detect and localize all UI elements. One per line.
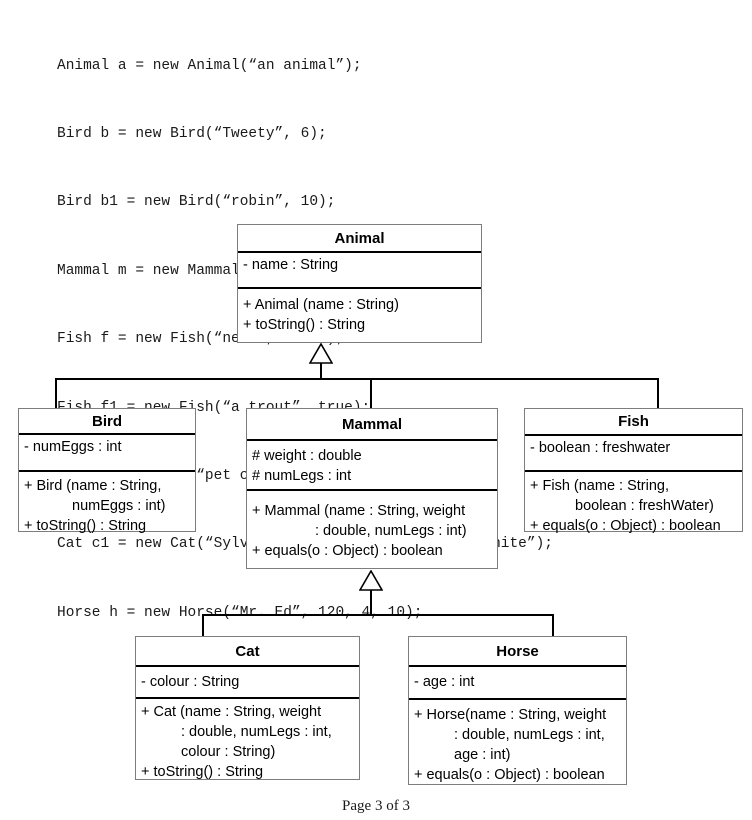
code-line: Animal a = new Animal(“an animal”);: [57, 57, 362, 74]
operation-continuation: : double, numLegs : int,: [454, 727, 605, 743]
code-line: Bird b1 = new Bird(“robin”, 10);: [57, 194, 336, 211]
class-operations-cat: + Cat (name : String, weight : double, n…: [136, 699, 359, 780]
operation: + equals(o : Object) : boolean: [414, 767, 605, 783]
class-name-animal: Animal: [238, 225, 481, 253]
page-footer: Page 3 of 3: [342, 798, 410, 814]
class-name-cat: Cat: [136, 637, 359, 667]
operation: + toString() : String: [243, 317, 366, 333]
operation-continuation: : double, numLegs : int,: [181, 724, 332, 740]
class-name-horse: Horse: [409, 637, 626, 667]
generalization-drop-bird: [55, 378, 57, 409]
attribute: - colour : String: [141, 674, 240, 690]
operation: + Mammal (name : String, weight: [252, 503, 466, 519]
class-attributes-mammal: # weight : double # numLegs : int: [247, 441, 497, 491]
operation: + toString() : String: [24, 518, 147, 534]
generalization-bus-animal: [55, 378, 659, 380]
class-box-bird[interactable]: Bird - numEggs : int + Bird (name : Stri…: [18, 408, 196, 534]
class-attributes-horse: - age : int: [409, 667, 626, 700]
operation: + Fish (name : String,: [530, 478, 670, 494]
operation-continuation: age : int): [454, 747, 511, 763]
operation: + Horse(name : String, weight: [414, 707, 607, 723]
class-operations-bird: + Bird (name : String, numEggs : int) + …: [19, 472, 195, 534]
class-operations-horse: + Horse(name : String, weight : double, …: [409, 700, 626, 784]
class-box-animal[interactable]: Animal - name : String + Animal (name : …: [237, 224, 482, 343]
operation: + Cat (name : String, weight: [141, 704, 322, 720]
attribute: - age : int: [414, 674, 475, 690]
class-attributes-bird: - numEggs : int: [19, 435, 195, 472]
operation: + equals(o : Object) : boolean: [252, 543, 443, 559]
code-line: Horse h = new Horse(“Mr. Ed”, 120, 4, 10…: [57, 604, 423, 621]
attribute: # weight : double: [252, 448, 362, 464]
attribute: # numLegs : int: [252, 468, 352, 484]
class-operations-fish: + Fish (name : String, boolean : freshWa…: [525, 472, 742, 534]
class-attributes-animal: - name : String: [238, 253, 481, 289]
class-box-fish[interactable]: Fish - boolean : freshwater + Fish (name…: [524, 408, 743, 534]
attribute: - name : String: [243, 257, 339, 273]
class-name-mammal: Mammal: [247, 409, 497, 441]
generalization-bus-mammal: [202, 614, 554, 616]
operation: + Bird (name : String,: [24, 478, 162, 494]
class-name-fish: Fish: [525, 409, 742, 436]
generalization-arrow-animal: [309, 343, 333, 364]
generalization-drop-mammal: [370, 378, 372, 409]
operation-continuation: boolean : freshWater): [575, 498, 714, 514]
operation-continuation: colour : String): [181, 744, 276, 760]
generalization-stem-mammal: [370, 590, 372, 616]
class-operations-mammal: + Mammal (name : String, weight : double…: [247, 491, 497, 568]
operation-continuation: numEggs : int): [72, 498, 166, 514]
generalization-arrow-mammal: [359, 570, 383, 591]
operation-continuation: : double, numLegs : int): [315, 523, 467, 539]
generalization-drop-horse: [552, 614, 554, 637]
class-box-cat[interactable]: Cat - colour : String + Cat (name : Stri…: [135, 636, 360, 780]
class-attributes-fish: - boolean : freshwater: [525, 436, 742, 472]
attribute: - numEggs : int: [24, 439, 122, 455]
class-operations-animal: + Animal (name : String) + toString() : …: [238, 289, 481, 340]
generalization-drop-cat: [202, 614, 204, 637]
operation: + equals(o : Object) : boolean: [530, 518, 721, 534]
generalization-stem-animal: [320, 362, 322, 380]
class-box-horse[interactable]: Horse - age : int + Horse(name : String,…: [408, 636, 627, 785]
operation: + toString() : String: [141, 764, 264, 780]
class-name-bird: Bird: [19, 409, 195, 435]
class-attributes-cat: - colour : String: [136, 667, 359, 699]
class-box-mammal[interactable]: Mammal # weight : double # numLegs : int…: [246, 408, 498, 569]
generalization-drop-fish: [657, 378, 659, 409]
code-line: Bird b = new Bird(“Tweety”, 6);: [57, 125, 327, 142]
attribute: - boolean : freshwater: [530, 440, 671, 456]
operation: + Animal (name : String): [243, 297, 399, 313]
